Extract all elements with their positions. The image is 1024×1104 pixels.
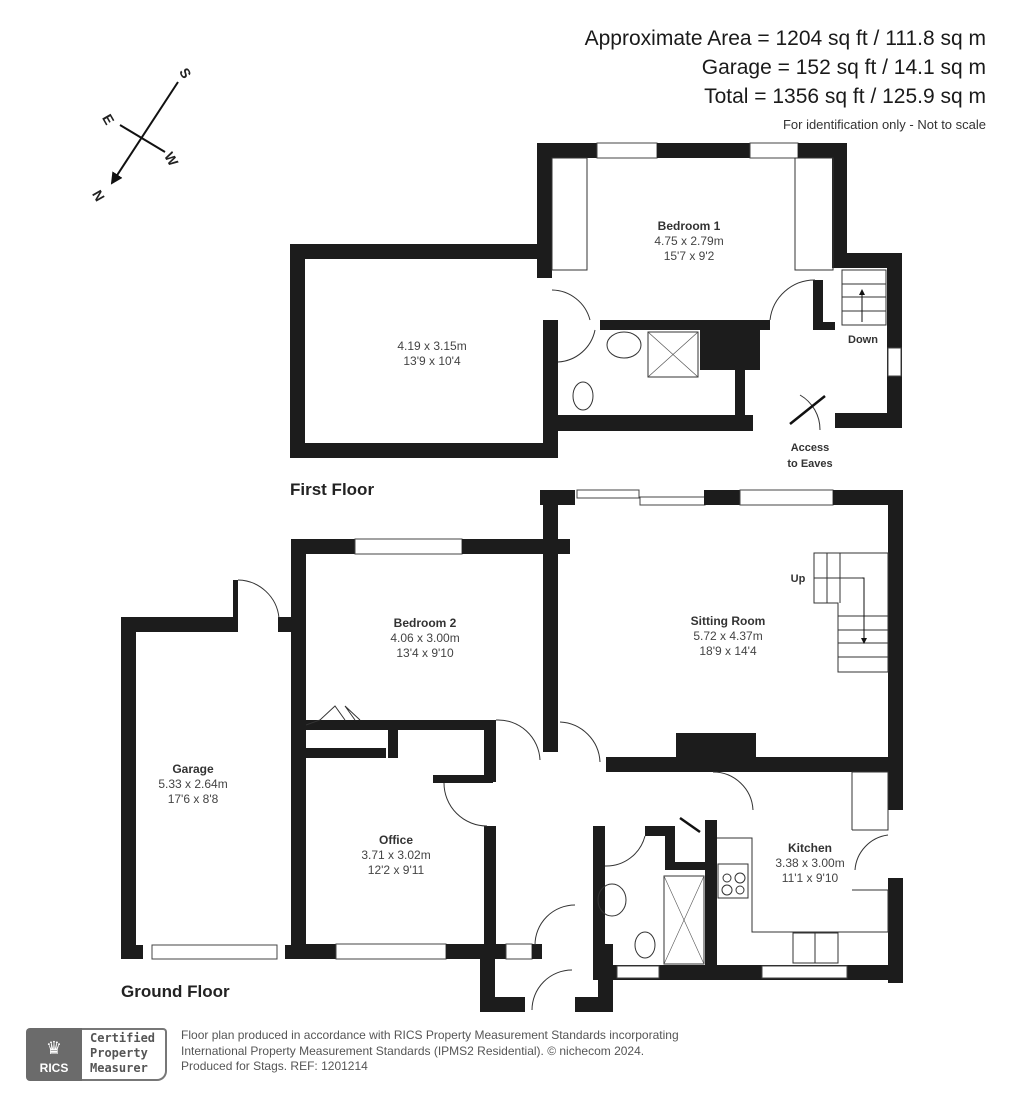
certified-measurer-badge: Certified Property Measurer xyxy=(82,1028,168,1081)
bedroom-1-imperial: 15'7 x 9'2 xyxy=(664,249,715,263)
basin-icon xyxy=(597,883,627,917)
garage-area: Garage = 152 sq ft / 14.1 sq m xyxy=(701,56,986,79)
first-floor-labels: 4.19 x 3.15m 13'9 x 10'4 Bedroom 1 4.75 … xyxy=(290,219,878,499)
total-area: Total = 1356 sq ft / 125.9 sq m xyxy=(704,85,986,108)
compass-n: N xyxy=(89,187,108,204)
first-floor-title: First Floor xyxy=(290,480,374,499)
cert-line-2: Property xyxy=(90,1046,148,1060)
bedroom-2-name: Bedroom 2 xyxy=(394,616,457,630)
lion-icon: ♛ xyxy=(45,1038,63,1058)
stairs-up-icon xyxy=(813,552,889,673)
footer-line-1: Floor plan produced in accordance with R… xyxy=(181,1028,679,1042)
footer-line-3: Produced for Stags. REF: 1201214 xyxy=(181,1059,368,1073)
cert-line-3: Measurer xyxy=(90,1061,148,1075)
stairs-down-label: Down xyxy=(848,334,878,346)
approximate-area: Approximate Area = 1204 sq ft / 111.8 sq… xyxy=(584,27,986,50)
stairs-up-label: Up xyxy=(791,573,806,585)
office-name: Office xyxy=(379,833,413,847)
footer: ♛ RICS Certified Property Measurer Floor… xyxy=(26,1028,679,1081)
sitting-room-metric: 5.72 x 4.37m xyxy=(693,629,762,643)
rics-logo: ♛ RICS xyxy=(26,1028,82,1081)
scale-disclaimer: For identification only - Not to scale xyxy=(782,117,986,132)
compass-e: E xyxy=(99,111,118,127)
shower-tray-icon xyxy=(647,331,699,378)
toilet-icon xyxy=(572,381,594,411)
sitting-room-name: Sitting Room xyxy=(691,614,766,628)
toilet-icon xyxy=(634,931,656,959)
kitchen-imperial: 11'1 x 9'10 xyxy=(782,871,839,885)
kitchen-metric: 3.38 x 3.00m xyxy=(775,856,844,870)
footer-line-2: International Property Measurement Stand… xyxy=(181,1043,645,1058)
bedroom-1-metric: 4.75 x 2.79m xyxy=(654,234,723,248)
office-imperial: 12'2 x 9'11 xyxy=(368,863,425,877)
eaves-label-1: Access xyxy=(791,442,830,454)
room-1-imperial: 13'9 x 10'4 xyxy=(403,354,461,368)
garage-imperial: 17'6 x 8'8 xyxy=(168,792,219,806)
bedroom-1-name: Bedroom 1 xyxy=(658,219,721,233)
ground-floor-walls xyxy=(121,489,903,1012)
garage-name: Garage xyxy=(172,762,214,776)
room-1-metric: 4.19 x 3.15m xyxy=(397,339,466,353)
hob-icon xyxy=(717,863,749,899)
area-summary: Approximate Area = 1204 sq ft / 111.8 sq… xyxy=(585,24,986,132)
stairs-down-icon xyxy=(841,269,887,326)
kitchen-name: Kitchen xyxy=(788,841,832,855)
first-floor-walls xyxy=(290,142,902,458)
compass-icon: S E W N xyxy=(89,65,195,204)
basin-icon xyxy=(606,331,642,359)
eaves-label-2: to Eaves xyxy=(787,458,832,470)
shower-tray-icon xyxy=(663,875,705,965)
rics-brand: RICS xyxy=(39,1061,69,1075)
ground-floor-fixtures xyxy=(237,552,889,1011)
first-floor-fixtures xyxy=(551,157,887,431)
compass-s: S xyxy=(176,65,195,81)
bedroom-2-imperial: 13'4 x 9'10 xyxy=(396,646,454,660)
office-metric: 3.71 x 3.02m xyxy=(361,848,430,862)
bedroom-2-metric: 4.06 x 3.00m xyxy=(390,631,459,645)
garage-metric: 5.33 x 2.64m xyxy=(158,777,227,791)
ground-floor-labels: Garage 5.33 x 2.64m 17'6 x 8'8 Bedroom 2… xyxy=(121,573,845,1001)
footer-disclaimer: Floor plan produced in accordance with R… xyxy=(181,1028,679,1075)
sitting-room-imperial: 18'9 x 14'4 xyxy=(699,644,757,658)
cert-line-1: Certified xyxy=(90,1031,156,1045)
ground-floor-title: Ground Floor xyxy=(121,982,230,1001)
